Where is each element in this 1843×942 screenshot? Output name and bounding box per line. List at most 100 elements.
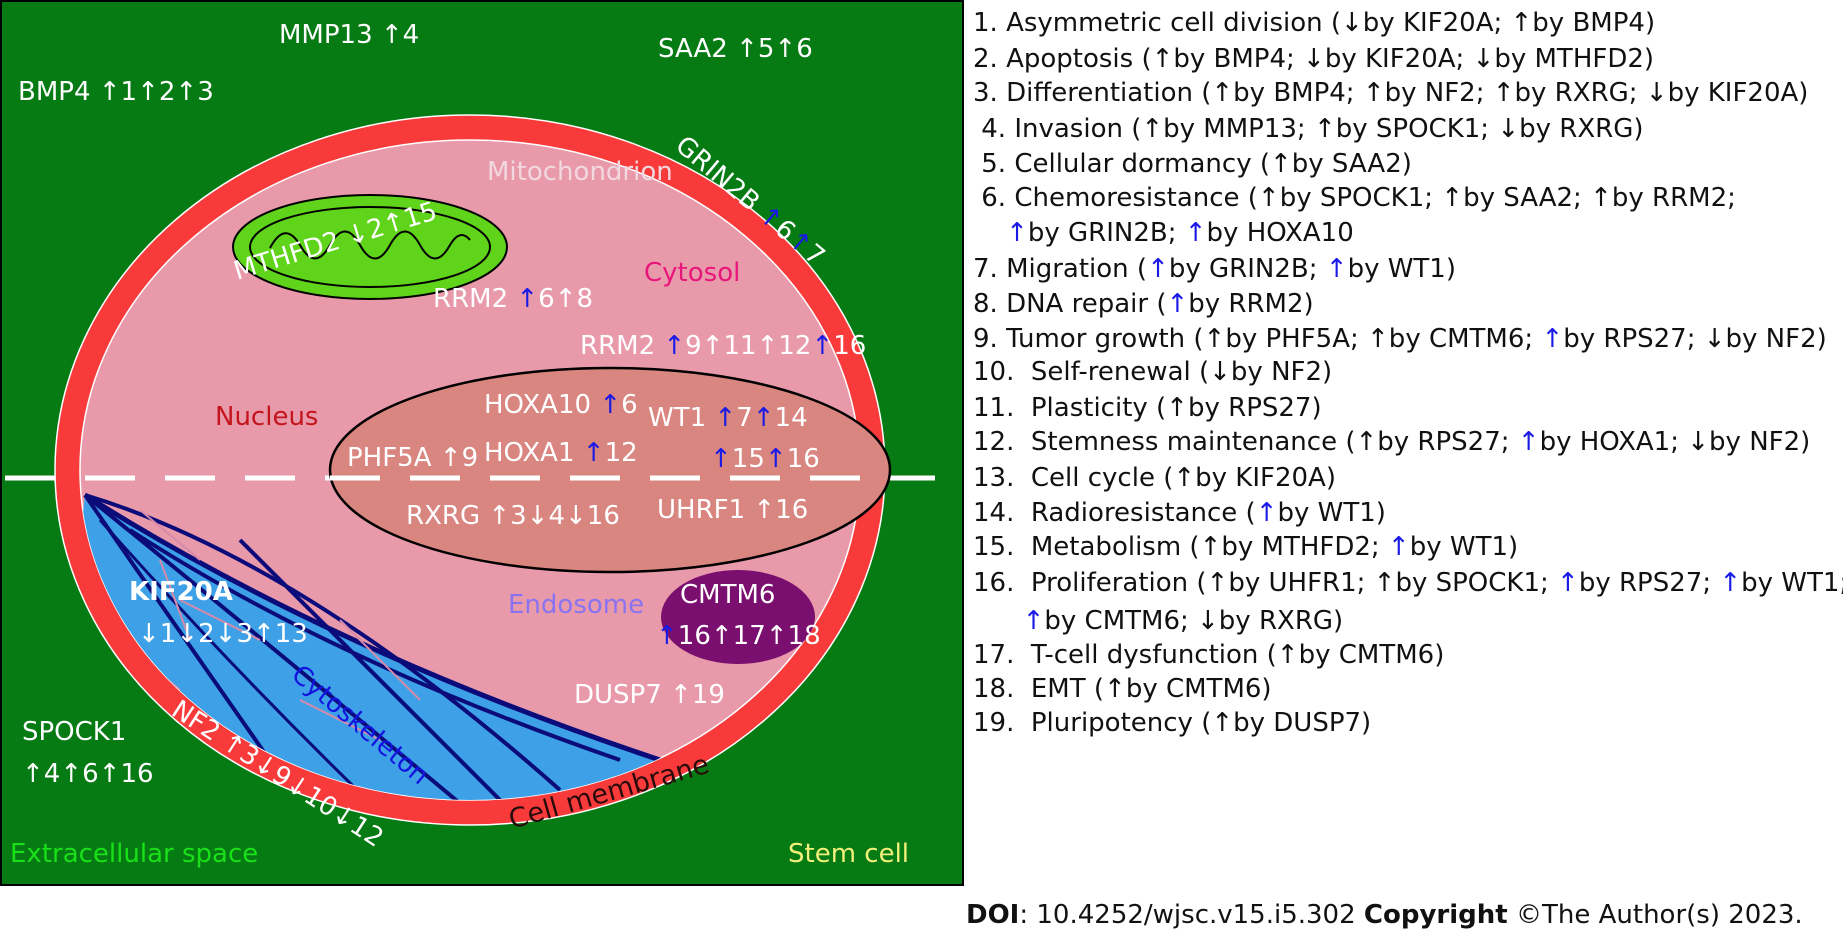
legend-text: 18. EMT (↑by CMTM6) xyxy=(973,674,1272,704)
gene-cmtm6-effects: ↑16↑17↑18 xyxy=(656,621,821,651)
blue-up-arrow: ↑ xyxy=(1006,218,1028,248)
legend-text: 3. Differentiation (↑by BMP4; ↑by NF2; ↑… xyxy=(973,78,1809,108)
legend-item: 3. Differentiation (↑by BMP4; ↑by NF2; ↑… xyxy=(973,78,1808,108)
gene-hoxa1: HOXA1 ↑12 xyxy=(484,438,638,468)
legend-item: 1. Asymmetric cell division (↓by KIF20A;… xyxy=(973,8,1655,38)
gene-spock1-name: SPOCK1 xyxy=(22,717,126,747)
legend-item: 5. Cellular dormancy (↑by SAA2) xyxy=(973,149,1412,179)
legend-text: 11. Plasticity (↑by RPS27) xyxy=(973,393,1322,423)
legend-text: 19. Pluripotency (↑by DUSP7) xyxy=(973,708,1372,738)
legend-text: by HOXA10 xyxy=(1206,218,1354,248)
legend-item: 16. Proliferation (↑by UHFR1; ↑by SPOCK1… xyxy=(973,568,1843,598)
legend-item: 6. Chemoresistance (↑by SPOCK1; ↑by SAA2… xyxy=(973,183,1736,213)
nucleus xyxy=(328,366,892,574)
gene-hoxa10: HOXA10 ↑6 xyxy=(484,390,638,420)
blue-up-arrow: ↑ xyxy=(1255,498,1278,528)
legend-item: 9. Tumor growth (↑by PHF5A; ↑by CMTM6; ↑… xyxy=(973,324,1827,354)
legend-item: 10. Self-renewal (↓by NF2) xyxy=(973,357,1332,387)
legend-item: 7. Migration (↑by GRIN2B; ↑by WT1) xyxy=(973,254,1456,284)
nucleus-label: Nucleus xyxy=(215,402,318,432)
legend-item: 17. T-cell dysfunction (↑by CMTM6) xyxy=(973,640,1444,670)
gene-dusp7: DUSP7 ↑19 xyxy=(574,680,725,710)
gene-spock1-effects: ↑4↑6↑16 xyxy=(22,759,154,789)
copyright-value: ©The Author(s) 2023. xyxy=(1507,900,1803,930)
doi-label: DOI xyxy=(966,900,1020,930)
doi-value: : 10.4252/wjsc.v15.i5.302 xyxy=(1019,900,1364,930)
gene-rrm2-nucleus: RRM2 ↑9↑11↑12↑16 xyxy=(580,331,866,361)
legend-text: by GRIN2B; xyxy=(1168,254,1326,284)
gene-saa2: SAA2 ↑5↑6 xyxy=(658,34,813,64)
legend-text: 2. Apoptosis (↑by BMP4; ↓by KIF20A; ↓by … xyxy=(973,44,1655,74)
stem-cell-label: Stem cell xyxy=(788,839,909,869)
legend-item: 13. Cell cycle (↑by KIF20A) xyxy=(973,463,1336,493)
legend-item: 18. EMT (↑by CMTM6) xyxy=(973,674,1272,704)
legend-text: by WT1) xyxy=(1409,532,1519,562)
legend-text: by RPS27; xyxy=(1578,568,1720,598)
legend-item: 14. Radioresistance (↑by WT1) xyxy=(973,498,1386,528)
legend-text: by CMTM6; ↓by RXRG) xyxy=(1044,606,1344,636)
blue-up-arrow: ↑ xyxy=(1541,324,1564,354)
legend-text: 10. Self-renewal (↓by NF2) xyxy=(973,357,1333,387)
citation-footer: DOI: 10.4252/wjsc.v15.i5.302 Copyright ©… xyxy=(966,900,1803,930)
legend-text: 5. Cellular dormancy (↑by SAA2) xyxy=(973,149,1412,179)
legend-text: by RPS27; ↓by NF2) xyxy=(1563,324,1827,354)
legend-item: 19. Pluripotency (↑by DUSP7) xyxy=(973,708,1371,738)
legend-item: 11. Plasticity (↑by RPS27) xyxy=(973,393,1322,423)
legend-item: 12. Stemness maintenance (↑by RPS27; ↑by… xyxy=(973,427,1810,457)
legend-item: ↑by GRIN2B; ↑by HOXA10 xyxy=(973,218,1354,248)
legend-text: 13. Cell cycle (↑by KIF20A) xyxy=(973,463,1336,493)
gene-kif20a-name: KIF20A xyxy=(129,577,233,607)
legend-text: by RRM2) xyxy=(1188,289,1314,319)
legend-text: 6. Chemoresistance (↑by SPOCK1; ↑by SAA2… xyxy=(973,183,1736,213)
legend-item: 2. Apoptosis (↑by BMP4; ↓by KIF20A; ↓by … xyxy=(973,44,1654,74)
blue-up-arrow: ↑ xyxy=(1387,532,1410,562)
legend-text: by GRIN2B; xyxy=(1027,218,1185,248)
blue-up-arrow: ↑ xyxy=(1184,218,1207,248)
legend-text: 9. Tumor growth (↑by PHF5A; ↑by CMTM6; xyxy=(973,324,1542,354)
legend-text: 8. DNA repair ( xyxy=(973,289,1167,319)
gene-bmp4: BMP4 ↑1↑2↑3 xyxy=(18,77,214,107)
extracellular-label: Extracellular space xyxy=(10,839,258,869)
legend-text: 12. Stemness maintenance (↑by RPS27; xyxy=(973,427,1518,457)
legend-text: 15. Metabolism (↑by MTHFD2; xyxy=(973,532,1388,562)
gene-mmp13: MMP13 ↑4 xyxy=(279,20,419,50)
blue-up-arrow: ↑ xyxy=(1517,427,1540,457)
mitochondrion xyxy=(232,194,508,300)
blue-up-arrow: ↑ xyxy=(1719,568,1742,598)
cmtm6-endosome xyxy=(661,570,815,664)
blue-up-arrow: ↑ xyxy=(1147,254,1169,284)
legend-text: by WT1) xyxy=(1277,498,1386,528)
endosome-label: Endosome xyxy=(508,590,644,620)
legend-text: 17. T-cell dysfunction (↑by CMTM6) xyxy=(973,640,1445,670)
legend-text: 7. Migration ( xyxy=(973,254,1148,284)
legend-item: 15. Metabolism (↑by MTHFD2; ↑by WT1) xyxy=(973,532,1518,562)
legend-text: 14. Radioresistance ( xyxy=(973,498,1256,528)
legend-item: 8. DNA repair (↑by RRM2) xyxy=(973,289,1314,319)
gene-uhrf1: UHRF1 ↑16 xyxy=(657,495,808,525)
blue-up-arrow: ↑ xyxy=(1557,568,1579,598)
legend-text: 4. Invasion (↑by MMP13; ↑by SPOCK1; ↓by … xyxy=(973,114,1644,144)
mitochondrion-label: Mitochondrion xyxy=(487,157,673,187)
gene-rrm2-cytosol: RRM2 ↑6↑8 xyxy=(433,284,593,314)
legend-panel: 1. Asymmetric cell division (↓by KIF20A;… xyxy=(965,0,1843,885)
legend-text xyxy=(973,606,1023,636)
gene-wt1-line2: ↑15↑16 xyxy=(710,444,820,474)
copyright-label: Copyright xyxy=(1363,900,1508,930)
gene-rxrg: RXRG ↑3↓4↓16 xyxy=(406,501,620,531)
legend-text: 16. Proliferation (↑by UHFR1; ↑by SPOCK1… xyxy=(973,568,1558,598)
legend-text: by WT1) xyxy=(1347,254,1456,284)
legend-text: 1. Asymmetric cell division (↓by KIF20A;… xyxy=(973,8,1656,38)
cytosol-label: Cytosol xyxy=(644,258,740,288)
gene-wt1-line1: WT1 ↑7↑14 xyxy=(648,403,808,433)
blue-up-arrow: ↑ xyxy=(1166,289,1189,319)
legend-text xyxy=(973,218,1006,248)
legend-text: by HOXA1; ↓by NF2) xyxy=(1539,427,1811,457)
gene-phf5a: PHF5A ↑9 xyxy=(347,443,478,473)
legend-item: 4. Invasion (↑by MMP13; ↑by SPOCK1; ↓by … xyxy=(973,114,1644,144)
blue-up-arrow: ↑ xyxy=(1022,606,1045,636)
legend-item: ↑by CMTM6; ↓by RXRG) xyxy=(973,606,1344,636)
gene-kif20a-effects: ↓1↓2↓3↑13 xyxy=(138,619,308,649)
gene-cmtm6-name: CMTM6 xyxy=(680,580,775,610)
legend-text: by WT1; xyxy=(1741,568,1843,598)
